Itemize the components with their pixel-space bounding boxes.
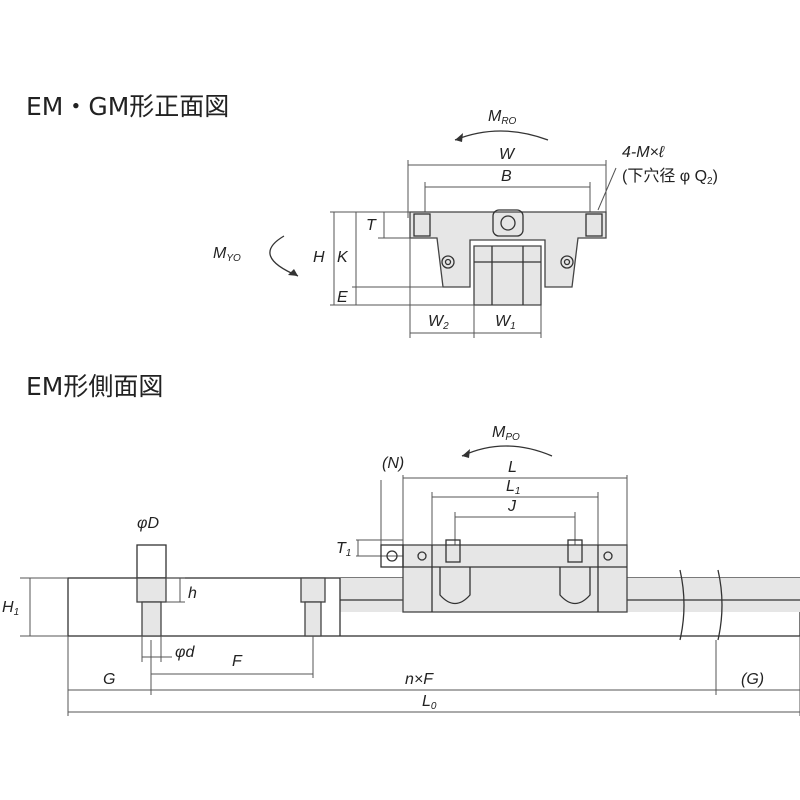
carriage-block [409, 211, 607, 288]
l-label: L [508, 459, 517, 476]
flange-hole-right [585, 213, 603, 237]
grease-nipple-side [380, 544, 404, 568]
side-screw-left [417, 551, 427, 561]
counterbore-left [136, 577, 167, 603]
mro-arrow-head [455, 133, 463, 142]
w2-label: W2 [428, 313, 449, 332]
bolt-right [560, 255, 574, 269]
mount-bolt-right [567, 539, 583, 563]
f-label: F [232, 653, 243, 670]
ball-recirc-left [439, 567, 471, 605]
myo-label: MYO [213, 245, 241, 264]
bolt-hole-mid [304, 601, 322, 637]
w-label: W [499, 146, 516, 163]
h-label: H [313, 249, 325, 266]
side-view-title: EM形側面図 [26, 372, 164, 401]
l1-label: L1 [506, 478, 520, 497]
side-view: MPO (N) L L1 J T1 [2, 424, 800, 716]
g-paren-label: (G) [741, 671, 764, 688]
bolt-left [441, 255, 455, 269]
carriage-side [402, 544, 628, 613]
rail-section [473, 245, 542, 306]
w1-label: W1 [495, 313, 516, 332]
phi-small-d-label: φd [175, 644, 195, 661]
nxf-label: n×F [405, 671, 434, 688]
g-label: G [103, 671, 115, 688]
front-view-title: EM・GM形正面図 [26, 92, 230, 121]
bolt-hole-left [141, 601, 162, 637]
counterbore-top [136, 544, 167, 579]
front-view: MRO W B 4-M×ℓ (下穴径 φ Q2) [213, 108, 718, 338]
t1-label: T1 [336, 540, 351, 559]
l0-label: L0 [422, 693, 437, 712]
hole-leader-line [597, 167, 617, 211]
flange-hole-left [413, 213, 431, 237]
h-small-label: h [188, 585, 197, 602]
k-label: K [337, 249, 349, 266]
n-label: (N) [382, 455, 404, 472]
counterbore-mid [300, 577, 326, 603]
t-label: T [366, 217, 377, 234]
break-mark-left [679, 569, 685, 641]
grease-nipple [492, 209, 524, 237]
side-screw-right [603, 551, 613, 561]
mpo-label: MPO [492, 424, 520, 443]
phi-big-d-label: φD [137, 515, 159, 532]
h1-label: H1 [2, 599, 19, 618]
e-label: E [337, 289, 348, 306]
j-label: J [507, 498, 517, 515]
mpo-arc-arrow [461, 445, 553, 457]
break-mark-right [717, 569, 723, 641]
mro-arc-arrow [454, 130, 549, 141]
ball-recirc-right [559, 567, 591, 605]
mro-label: MRO [488, 108, 517, 127]
myo-arc-arrow [269, 235, 299, 277]
hole-note-label: (下穴径 φ Q2) [622, 167, 718, 187]
grease-nipple-head [500, 215, 516, 231]
b-label: B [501, 168, 512, 185]
hole-spec-label: 4-M×ℓ [622, 144, 665, 161]
mount-bolt-left [445, 539, 461, 563]
